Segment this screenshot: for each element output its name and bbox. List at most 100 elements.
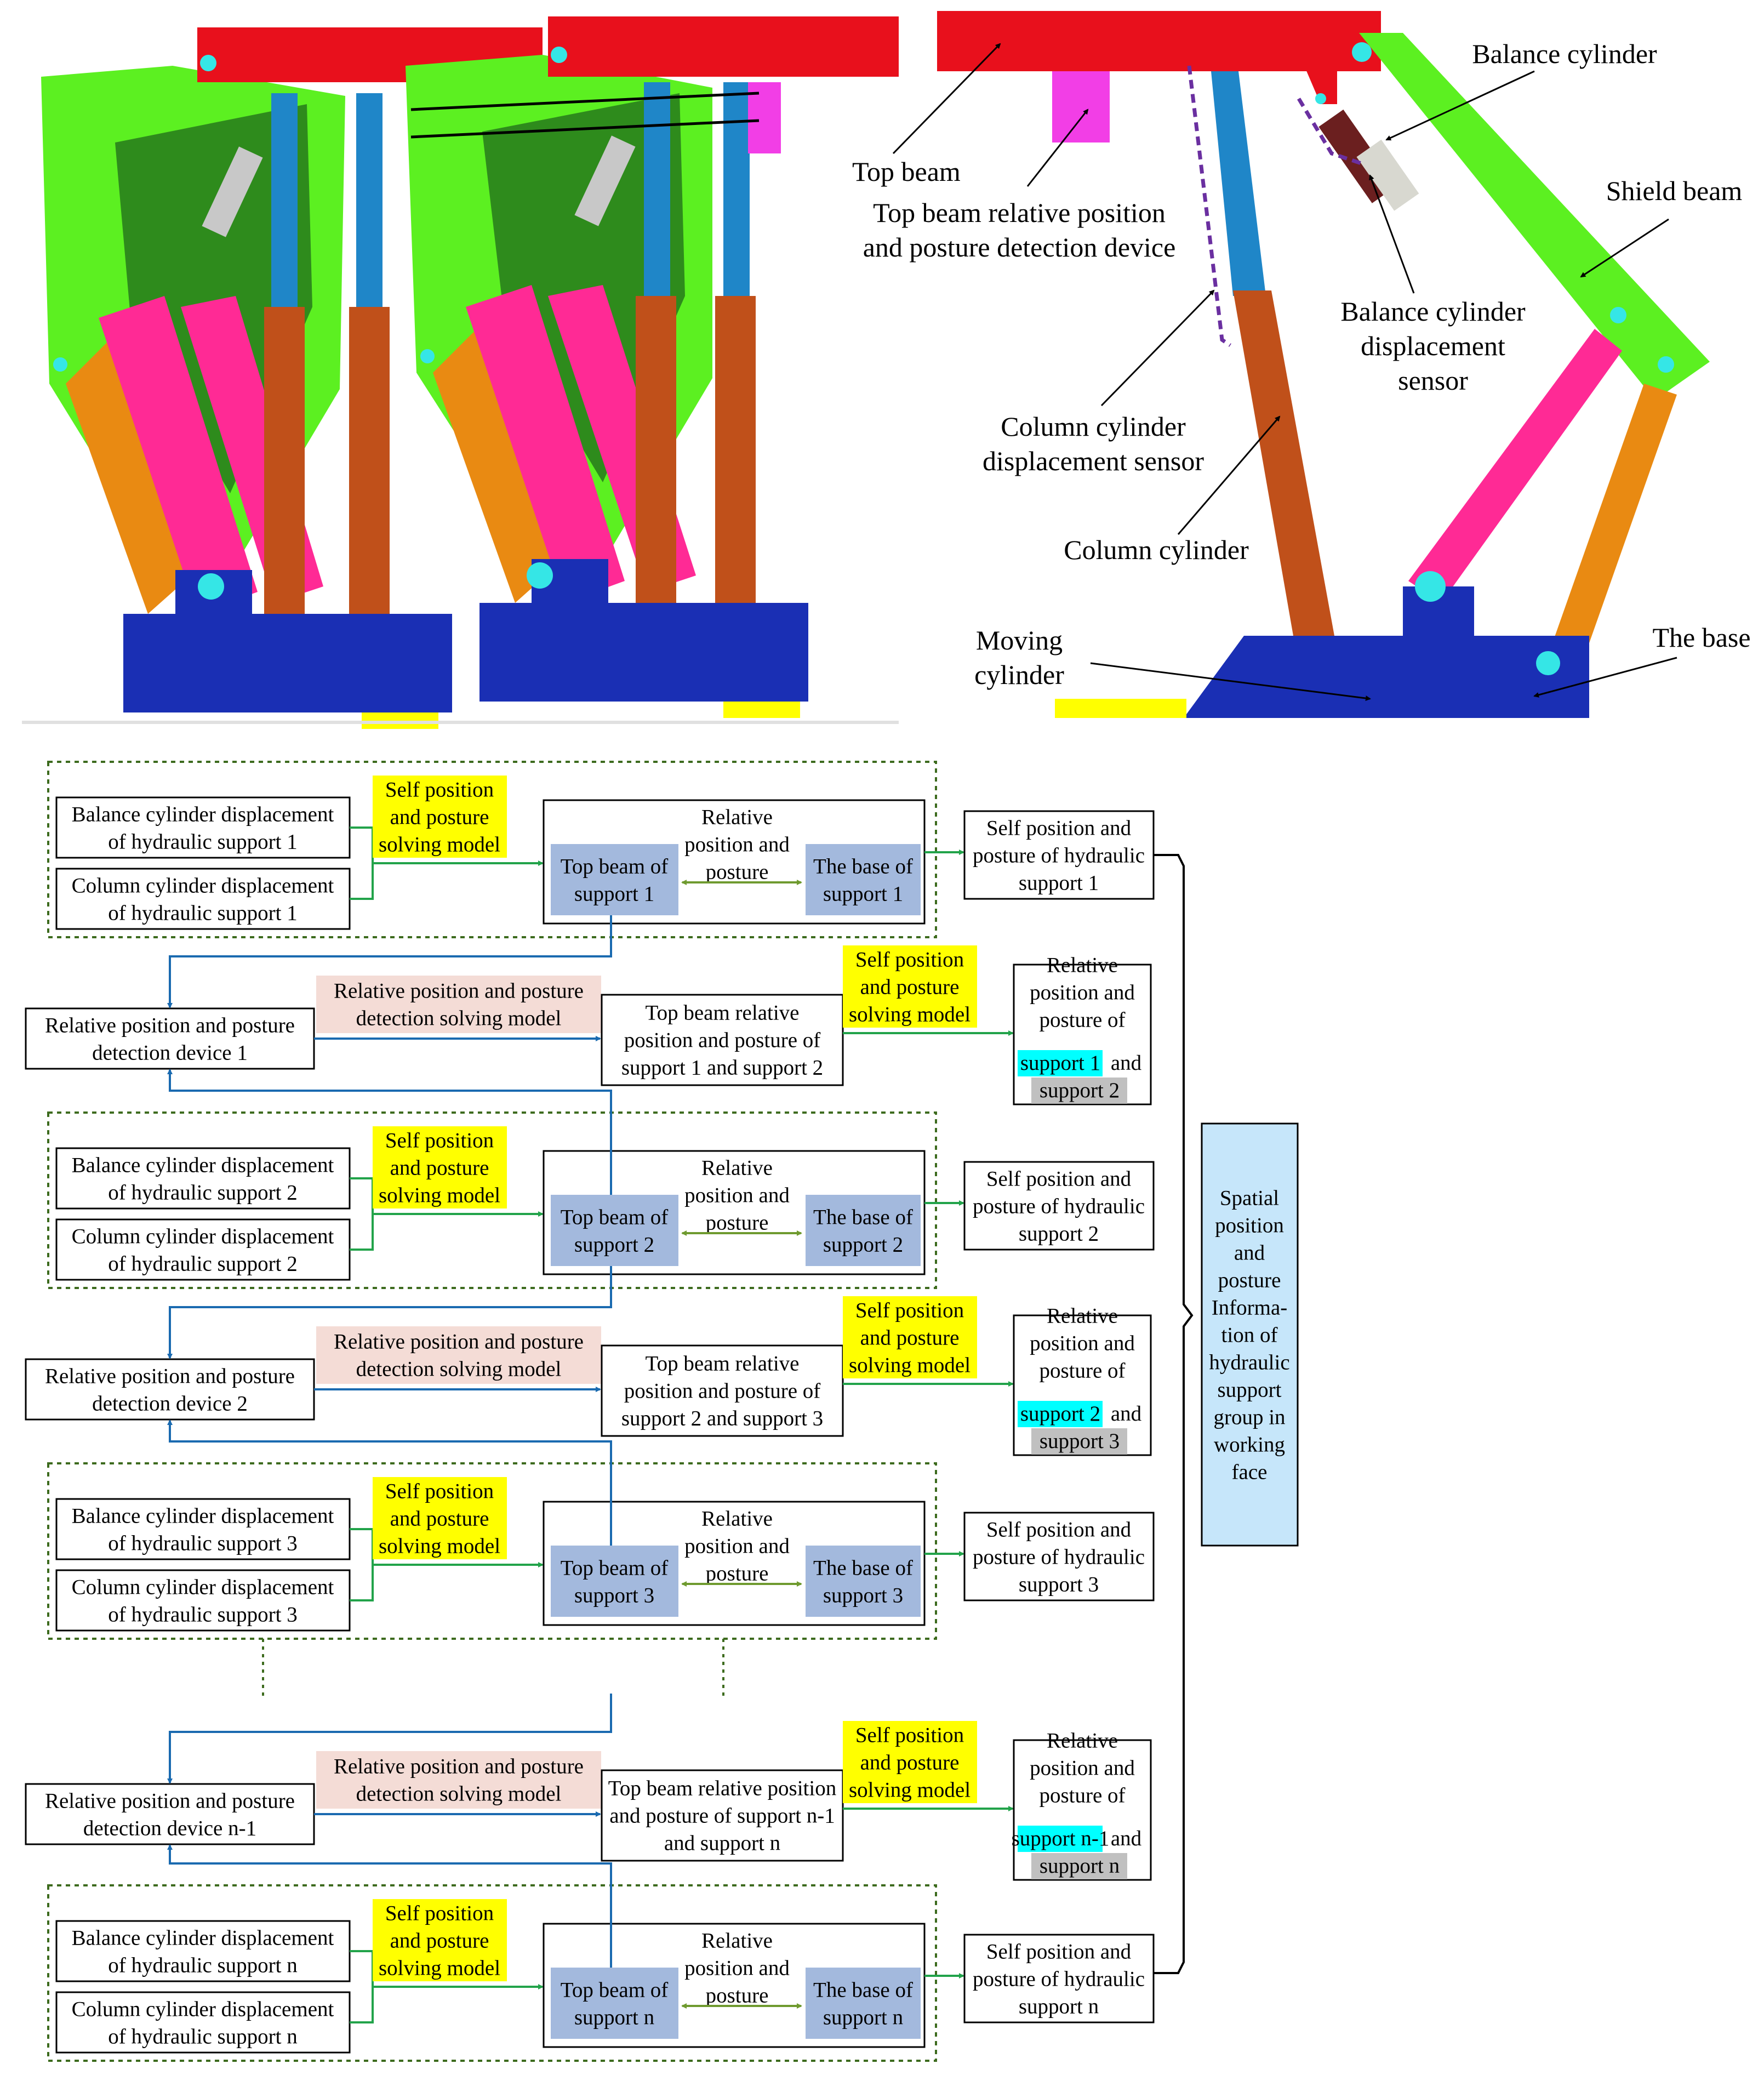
pivot — [1610, 307, 1626, 323]
topbeam-relative-line-3: support 1 and support 2 — [621, 1056, 823, 1080]
topbeam-relative-box — [601, 1769, 844, 1862]
base-line-1: The base of — [813, 1979, 913, 2002]
support-group-3 — [47, 1462, 937, 1640]
detection-device-line-2: detection device n-1 — [83, 1817, 256, 1840]
label-balance-sensor-l3: sensor — [1398, 365, 1468, 396]
final-info-line-4: posture — [1218, 1269, 1281, 1292]
final-info-line-10: working — [1214, 1433, 1285, 1457]
support-group-2 — [47, 1111, 937, 1289]
self-model-line-1: Self position — [855, 948, 964, 972]
support-group-4 — [47, 1884, 937, 2062]
final-info-line-9: group in — [1213, 1406, 1285, 1429]
top-beam — [548, 16, 899, 77]
label-column-cylinder: Column cylinder — [1064, 415, 1281, 565]
label-column-cylinder-text: Column cylinder — [1064, 534, 1249, 565]
relative-box-title-line-3: posture — [706, 1211, 769, 1235]
self-model-line-2: and posture — [860, 1751, 960, 1775]
balance-displacement-line-1: Balance cylinder displacement — [72, 1154, 334, 1177]
detection-device-box — [25, 1358, 315, 1421]
relative-box-title-line-2: position and — [684, 833, 790, 857]
self-result-box — [963, 1934, 1155, 2023]
relative-result-head-line-1: Relative — [1047, 1729, 1118, 1753]
relative-model-line-2: detection solving model — [356, 1782, 562, 1806]
relative-result-head-line-2: position and — [1030, 1757, 1135, 1780]
relative-box-title-line-3: posture — [706, 860, 769, 884]
top-beam-lug — [1304, 66, 1337, 104]
self-model-line-3: solving model — [379, 833, 500, 857]
label-device-line2: and posture detection device — [863, 232, 1176, 263]
relative-result-head-line-2: position and — [1030, 981, 1135, 1005]
relative-box-title-line-1: Relative — [701, 1507, 773, 1531]
relative-result-head-line-3: posture of — [1039, 1359, 1125, 1383]
label-column-sensor: Column cylinder displacement sensor — [983, 289, 1215, 476]
column-upper-a — [644, 82, 670, 301]
highlight-a-bg — [1018, 1826, 1103, 1852]
self-result-line-2: posture of hydraulic — [973, 844, 1145, 868]
topbeam-relative-line-2: position and posture of — [624, 1379, 821, 1403]
highlight-b-bg — [1031, 1428, 1127, 1455]
relative-box-title-line-1: Relative — [701, 1929, 773, 1953]
relative-box-title-line-1: Relative — [701, 1156, 773, 1180]
relative-result-head-line-1: Relative — [1047, 954, 1118, 977]
base-box — [806, 844, 921, 915]
base-line-2: support 1 — [823, 882, 903, 906]
base — [123, 614, 452, 712]
support-group-1 — [47, 761, 937, 938]
label-balance-cylinder-text: Balance cylinder — [1472, 38, 1657, 69]
pivot — [53, 357, 67, 372]
balance-sensor-dashed — [1297, 98, 1366, 167]
balance-displacement-box — [55, 1147, 351, 1210]
pivot — [200, 55, 216, 71]
base-line-2: support 3 — [823, 1584, 903, 1607]
relative-model-line-2: detection solving model — [356, 1007, 562, 1030]
column-upper-b — [356, 93, 383, 312]
self-model-line-1: Self position — [385, 1129, 494, 1153]
self-model-label-bg — [373, 1126, 507, 1208]
self-model-line-1: Self position — [855, 1299, 964, 1322]
topbeam-relative-line-2: position and posture of — [624, 1029, 821, 1052]
label-the-base-text: The base — [1652, 622, 1750, 653]
balance-displacement-line-2: of hydraulic support 2 — [108, 1181, 298, 1205]
final-info-box — [1201, 1122, 1299, 1547]
self-result-box — [963, 1161, 1155, 1251]
self-model-line-2: and posture — [860, 1326, 960, 1350]
self-result-line-2: posture of hydraulic — [973, 1195, 1145, 1218]
relative-box-title-line-3: posture — [706, 1984, 769, 2008]
detection-device-box — [25, 1007, 315, 1070]
relative-box-title-line-2: position and — [684, 1957, 790, 1980]
highlight-b-bg — [1031, 1078, 1127, 1104]
detection-device-line-1: Relative position and posture — [45, 1365, 295, 1388]
self-result-line-2: posture of hydraulic — [973, 1546, 1145, 1569]
support2-to-device1 — [167, 1069, 612, 1195]
top-beam-line-2: support 3 — [574, 1584, 654, 1607]
final-info-line-11: face — [1232, 1461, 1268, 1484]
final-info-line-1: Spatial — [1220, 1187, 1279, 1210]
top-beam-box — [551, 1546, 678, 1617]
detection-device-line-2: detection device 2 — [92, 1392, 248, 1416]
relative-result-head-line-2: position and — [1030, 1332, 1135, 1355]
pivot — [1536, 651, 1560, 675]
balance-displacement-line-1: Balance cylinder displacement — [72, 803, 334, 826]
column-upper-a — [271, 93, 298, 312]
topbeam-relative-line-1: Top beam relative — [646, 1001, 800, 1025]
column-displacement-line-1: Column cylinder displacement — [72, 1225, 334, 1249]
self-result-box — [963, 810, 1155, 900]
self-model-label-bg — [373, 776, 507, 858]
pivot — [551, 47, 567, 63]
self-result-line-1: Self position and — [986, 1167, 1132, 1191]
self-model-line-2: and posture — [390, 1507, 489, 1531]
column-displacement-line-2: of hydraulic support n — [108, 2025, 298, 2049]
top-beam-side — [937, 11, 1381, 71]
sensor-merge-line — [350, 1177, 374, 1251]
self-model-label-bg — [843, 1721, 977, 1803]
label-moving-cylinder-l1: Moving — [976, 625, 1063, 655]
base-box — [806, 1195, 921, 1266]
sensor-merge-line — [350, 826, 374, 900]
pivot — [420, 349, 435, 363]
balance-cylinder-rod — [1356, 139, 1419, 211]
top-beam-line-1: Top beam of — [561, 1206, 669, 1229]
base-line-2: support 2 — [823, 1233, 903, 1257]
topbeam-relative-line-1: Top beam relative position — [608, 1777, 836, 1800]
balance-displacement-line-2: of hydraulic support 3 — [108, 1532, 298, 1555]
top-beam-box — [551, 844, 678, 915]
